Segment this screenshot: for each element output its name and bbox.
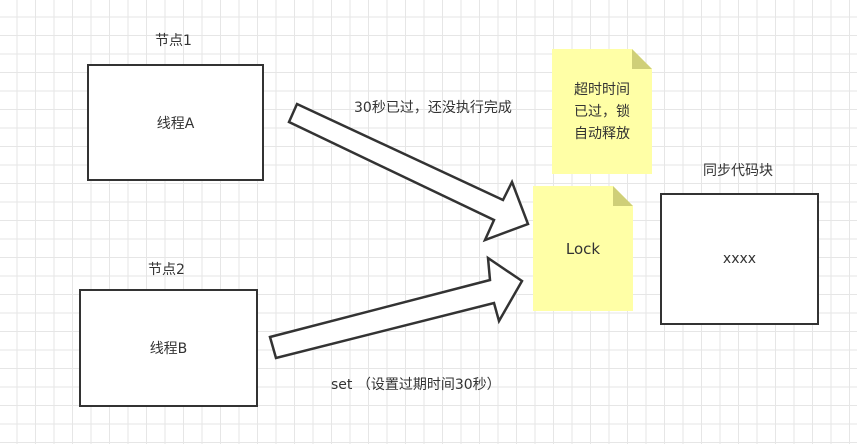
arrow1-label: 30秒已过，还没执行完成	[354, 100, 512, 116]
thread-a-box[interactable]: 线程A	[87, 64, 264, 181]
sync-block-box[interactable]: xxxx	[660, 193, 819, 325]
note-line: 超时时间	[574, 81, 630, 98]
sync-block-title: 同步代码块	[703, 163, 773, 179]
arrow-threadA-to-lock	[287, 102, 530, 243]
thread-b-box[interactable]: 线程B	[79, 289, 258, 407]
lock-note[interactable]: Lock	[533, 186, 633, 311]
note-line: 已过，锁	[574, 103, 630, 120]
node1-title: 节点1	[155, 33, 192, 49]
timeout-note[interactable]: 超时时间 已过，锁 自动释放	[552, 49, 652, 174]
note-line: 自动释放	[574, 125, 630, 142]
arrow-threadB-to-lock	[268, 255, 524, 360]
node2-title: 节点2	[148, 262, 185, 278]
arrow2-label: set （设置过期时间30秒）	[331, 377, 501, 393]
lock-label: Lock	[565, 239, 601, 258]
